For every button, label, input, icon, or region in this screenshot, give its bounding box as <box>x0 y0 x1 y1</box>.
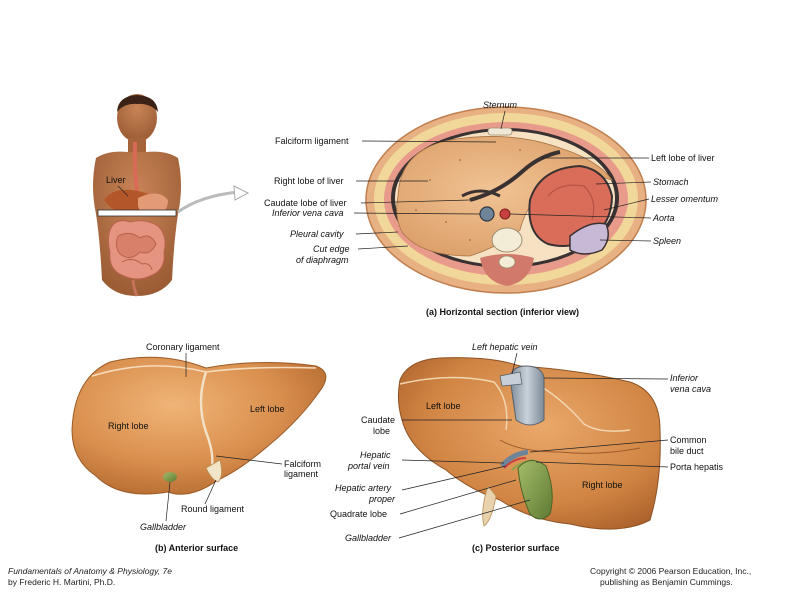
liver-label: Liver <box>106 175 126 185</box>
posterior-liver-illustration: Left hepatic vein Inferior vena cava Lef… <box>330 342 724 553</box>
panel-b-caption: (b) Anterior surface <box>155 543 238 553</box>
cut-edge-label-line1: Cut edge <box>313 244 350 254</box>
posterior-left-lobe-label: Left lobe <box>426 401 461 411</box>
panel-c-caption: (c) Posterior surface <box>472 543 560 553</box>
cut-edge-label-line2: of diaphragm <box>296 255 349 265</box>
section-plane-marker <box>97 209 177 217</box>
posterior-right-lobe-label: Right lobe <box>582 480 623 490</box>
falciform-label-line2: ligament <box>284 469 319 479</box>
human-torso-illustration: Liver <box>93 94 250 297</box>
hepatic-artery-line1: Hepatic artery <box>335 483 392 493</box>
stomach-label: Stomach <box>653 177 689 187</box>
inferior-vena-cava-line1: Inferior <box>670 373 699 383</box>
anterior-right-lobe-label: Right lobe <box>108 421 149 431</box>
anterior-liver-illustration: Coronary ligament Right lobe Left lobe F… <box>71 342 327 553</box>
publisher-line: publishing as Benjamin Cummings. <box>600 577 733 587</box>
common-bile-duct-line1: Common <box>670 435 707 445</box>
aorta-label: Aorta <box>652 213 675 223</box>
round-ligament-label: Round ligament <box>181 504 245 514</box>
section-spleen <box>569 222 609 255</box>
pleural-cavity-label: Pleural cavity <box>290 229 344 239</box>
book-title: Fundamentals of Anatomy & Physiology, 7e <box>8 566 172 576</box>
falciform-ligament-label: Falciform ligament <box>275 136 349 146</box>
hepatic-portal-line1: Hepatic <box>360 450 391 460</box>
sternum-label: Sternum <box>483 100 518 110</box>
coronary-ligament-label: Coronary ligament <box>146 342 220 352</box>
author-line: by Frederic H. Martini, Ph.D. <box>8 577 116 587</box>
horizontal-section-illustration: Sternum Falciform ligament Right lobe of… <box>264 100 719 317</box>
copyright-line: Copyright © 2006 Pearson Education, Inc.… <box>590 566 752 576</box>
posterior-gallbladder-label: Gallbladder <box>345 533 392 543</box>
caudate-label-line1: Caudate <box>361 415 395 425</box>
arrow-icon <box>233 185 250 201</box>
caudate-lobe-of-liver-label: Caudate lobe of liver <box>264 198 347 208</box>
caudate-label-line2: lobe <box>373 426 390 436</box>
right-lobe-of-liver-label: Right lobe of liver <box>274 176 344 186</box>
hepatic-artery-line2: proper <box>368 494 396 504</box>
anterior-left-lobe-label: Left lobe <box>250 404 285 414</box>
falciform-label-line1: Falciform <box>284 459 321 469</box>
hepatic-portal-line2: portal vein <box>347 461 390 471</box>
inferior-vena-cava-label: Inferior vena cava <box>272 208 344 218</box>
inferior-vena-cava-line2: vena cava <box>670 384 711 394</box>
footer-right: Copyright © 2006 Pearson Education, Inc.… <box>590 566 751 588</box>
anterior-liver <box>71 356 327 495</box>
common-bile-duct-line2: bile duct <box>670 446 704 456</box>
posterior-liver <box>397 357 661 530</box>
left-hepatic-vein-label: Left hepatic vein <box>472 342 538 352</box>
porta-hepatis-label: Porta hepatis <box>670 462 724 472</box>
left-lobe-of-liver-label: Left lobe of liver <box>651 153 715 163</box>
panel-a-caption: (a) Horizontal section (inferior view) <box>426 307 579 317</box>
lesser-omentum-label: Lesser omentum <box>651 194 719 204</box>
footer-left: Fundamentals of Anatomy & Physiology, 7e… <box>8 566 172 588</box>
quadrate-lobe-label: Quadrate lobe <box>330 509 387 519</box>
anterior-gallbladder-label: Gallbladder <box>140 522 187 532</box>
spleen-label: Spleen <box>653 236 681 246</box>
